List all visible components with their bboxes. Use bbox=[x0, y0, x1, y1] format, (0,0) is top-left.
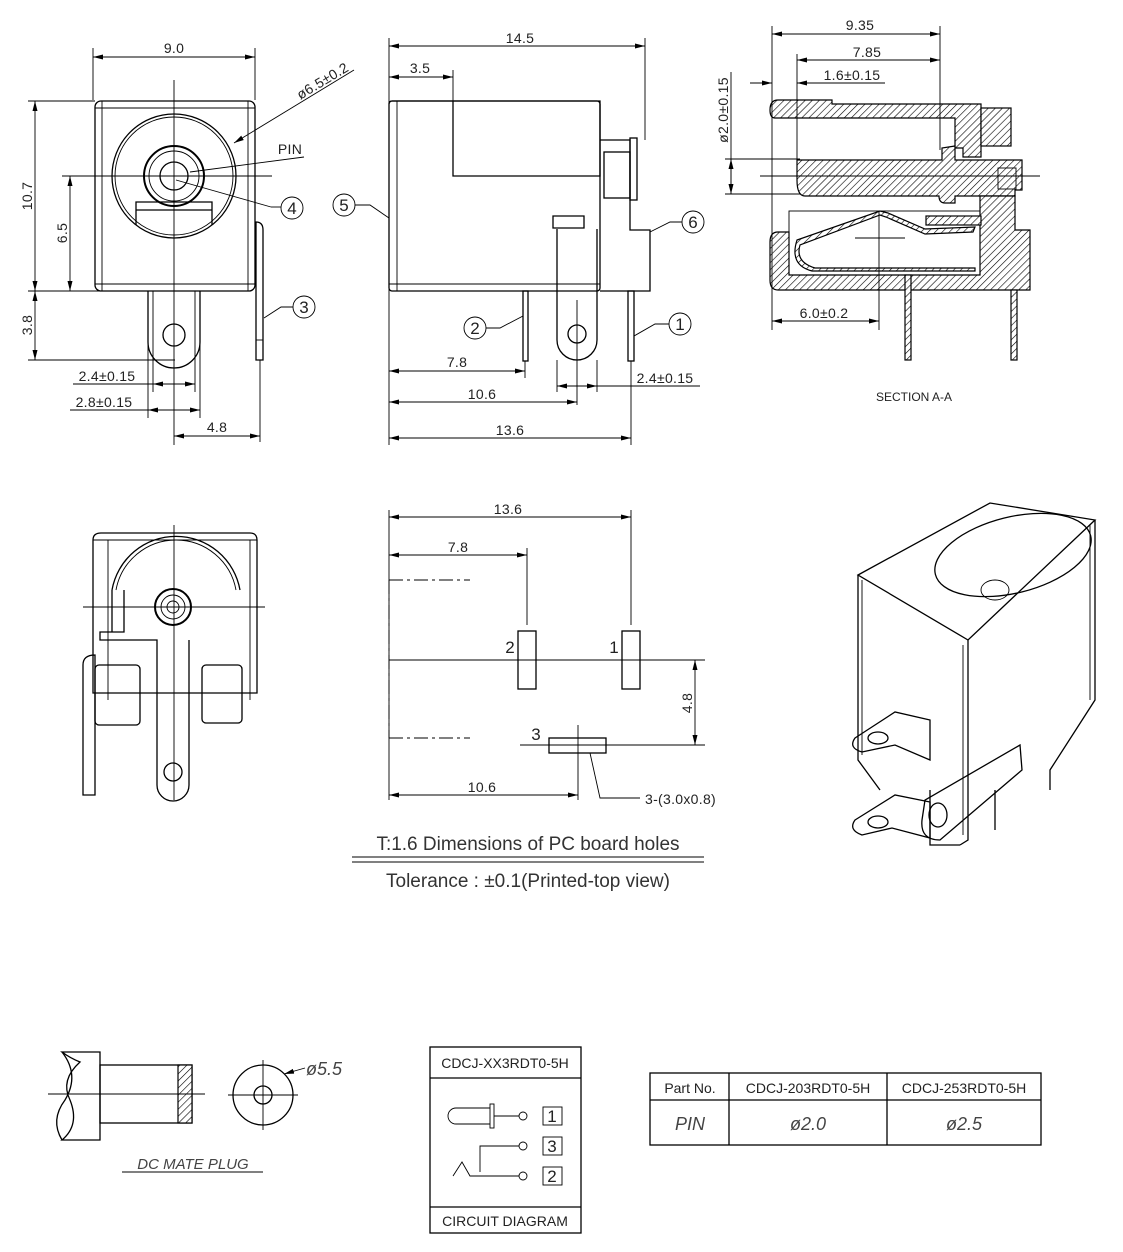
front-view: 9.0 10.7 6.5 3.8 2.4±0.15 2.8±0.15 4.8 ø… bbox=[19, 40, 355, 445]
callout-5: 5 bbox=[339, 196, 348, 215]
callout-3: 3 bbox=[299, 298, 308, 317]
dim-hole-diameter: ø6.5±0.2 bbox=[294, 59, 352, 102]
circuit-footer: CIRCUIT DIAGRAM bbox=[442, 1213, 568, 1229]
dim-pin-width-inner: 2.4±0.15 bbox=[79, 368, 136, 384]
callout-6: 6 bbox=[688, 213, 697, 232]
section-view: 9.35 7.85 1.6±0.15 ø2.0±0.15 6.0±0.2 SEC… bbox=[715, 17, 1040, 404]
circuit-part-family: CDCJ-XX3RDT0-5H bbox=[441, 1055, 569, 1071]
terminal-3: 3 bbox=[547, 1137, 556, 1156]
table-cell-pin: PIN bbox=[675, 1114, 706, 1134]
callout-4: 4 bbox=[287, 199, 296, 218]
table-header-203: CDCJ-203RDT0-5H bbox=[746, 1080, 870, 1096]
dc-mate-plug: ø5.5 DC MATE PLUG bbox=[48, 1051, 343, 1173]
pcb-dim-pin2: 7.8 bbox=[448, 539, 468, 555]
section-title: SECTION A-A bbox=[876, 390, 952, 404]
side-view: 14.5 3.5 7.8 10.6 2.4±0.15 13.6 5 6 2 1 bbox=[332, 30, 705, 445]
pin-label: PIN bbox=[278, 141, 302, 157]
callout-2: 2 bbox=[470, 319, 479, 338]
dim-width: 9.0 bbox=[164, 40, 184, 56]
dim-spring-pos: 6.0±0.2 bbox=[800, 305, 849, 321]
pcb-dim-pin3: 10.6 bbox=[468, 779, 496, 795]
callout-1: 1 bbox=[675, 315, 684, 334]
hole-label-1: 1 bbox=[609, 638, 618, 657]
dim-pin-width: 2.4±0.15 bbox=[637, 370, 694, 386]
dim-pin-depth: 7.85 bbox=[853, 44, 881, 60]
table-cell-203-pin: ø2.0 bbox=[790, 1114, 826, 1134]
dim-pin-length: 3.8 bbox=[19, 315, 35, 335]
dim-center-height: 6.5 bbox=[54, 223, 70, 243]
table-cell-253-pin: ø2.5 bbox=[946, 1114, 983, 1134]
hole-label-3: 3 bbox=[531, 725, 540, 744]
table-header-part-no: Part No. bbox=[664, 1080, 715, 1096]
dim-pin2-pos: 7.8 bbox=[447, 354, 467, 370]
circuit-diagram: CDCJ-XX3RDT0-5H 1 3 2 CIRCUIT DIAGRAM bbox=[429, 1046, 582, 1234]
pcb-tolerance: Tolerance : ±0.1(Printed-top view) bbox=[386, 871, 670, 892]
pcb-hole-layout: 13.6 7.8 2 1 3 4.8 10.6 3-(3.0x0.8) T:1.… bbox=[352, 501, 716, 892]
plug-diameter: ø5.5 bbox=[306, 1059, 343, 1079]
part-table: Part No. CDCJ-203RDT0-5H CDCJ-253RDT0-5H… bbox=[649, 1072, 1042, 1146]
terminal-1: 1 bbox=[547, 1107, 556, 1126]
slot-note: 3-(3.0x0.8) bbox=[645, 791, 716, 807]
pcb-dim-vertical: 4.8 bbox=[679, 693, 695, 713]
pcb-dim-total: 13.6 bbox=[494, 501, 522, 517]
dim-pin-offset: 4.8 bbox=[207, 419, 227, 435]
isometric-view bbox=[852, 502, 1097, 846]
pcb-title: T:1.6 Dimensions of PC board holes bbox=[376, 834, 679, 855]
dim-front-step: 3.5 bbox=[410, 60, 430, 76]
dim-pin1-pos: 13.6 bbox=[496, 422, 524, 438]
terminal-2: 2 bbox=[547, 1167, 556, 1186]
table-header-253: CDCJ-253RDT0-5H bbox=[902, 1080, 1026, 1096]
dim-pin-width-outer: 2.8±0.15 bbox=[76, 394, 133, 410]
plug-label: DC MATE PLUG bbox=[137, 1156, 249, 1173]
hole-label-2: 2 bbox=[505, 638, 514, 657]
dim-overall: 9.35 bbox=[846, 17, 874, 33]
dim-length: 14.5 bbox=[506, 30, 534, 46]
dim-pin-diameter: ø2.0±0.15 bbox=[715, 77, 731, 143]
dim-pin-tip: 1.6±0.15 bbox=[824, 67, 881, 83]
dim-height: 10.7 bbox=[19, 182, 35, 210]
rear-view bbox=[82, 525, 265, 802]
dim-pin3-pos: 10.6 bbox=[468, 386, 496, 402]
